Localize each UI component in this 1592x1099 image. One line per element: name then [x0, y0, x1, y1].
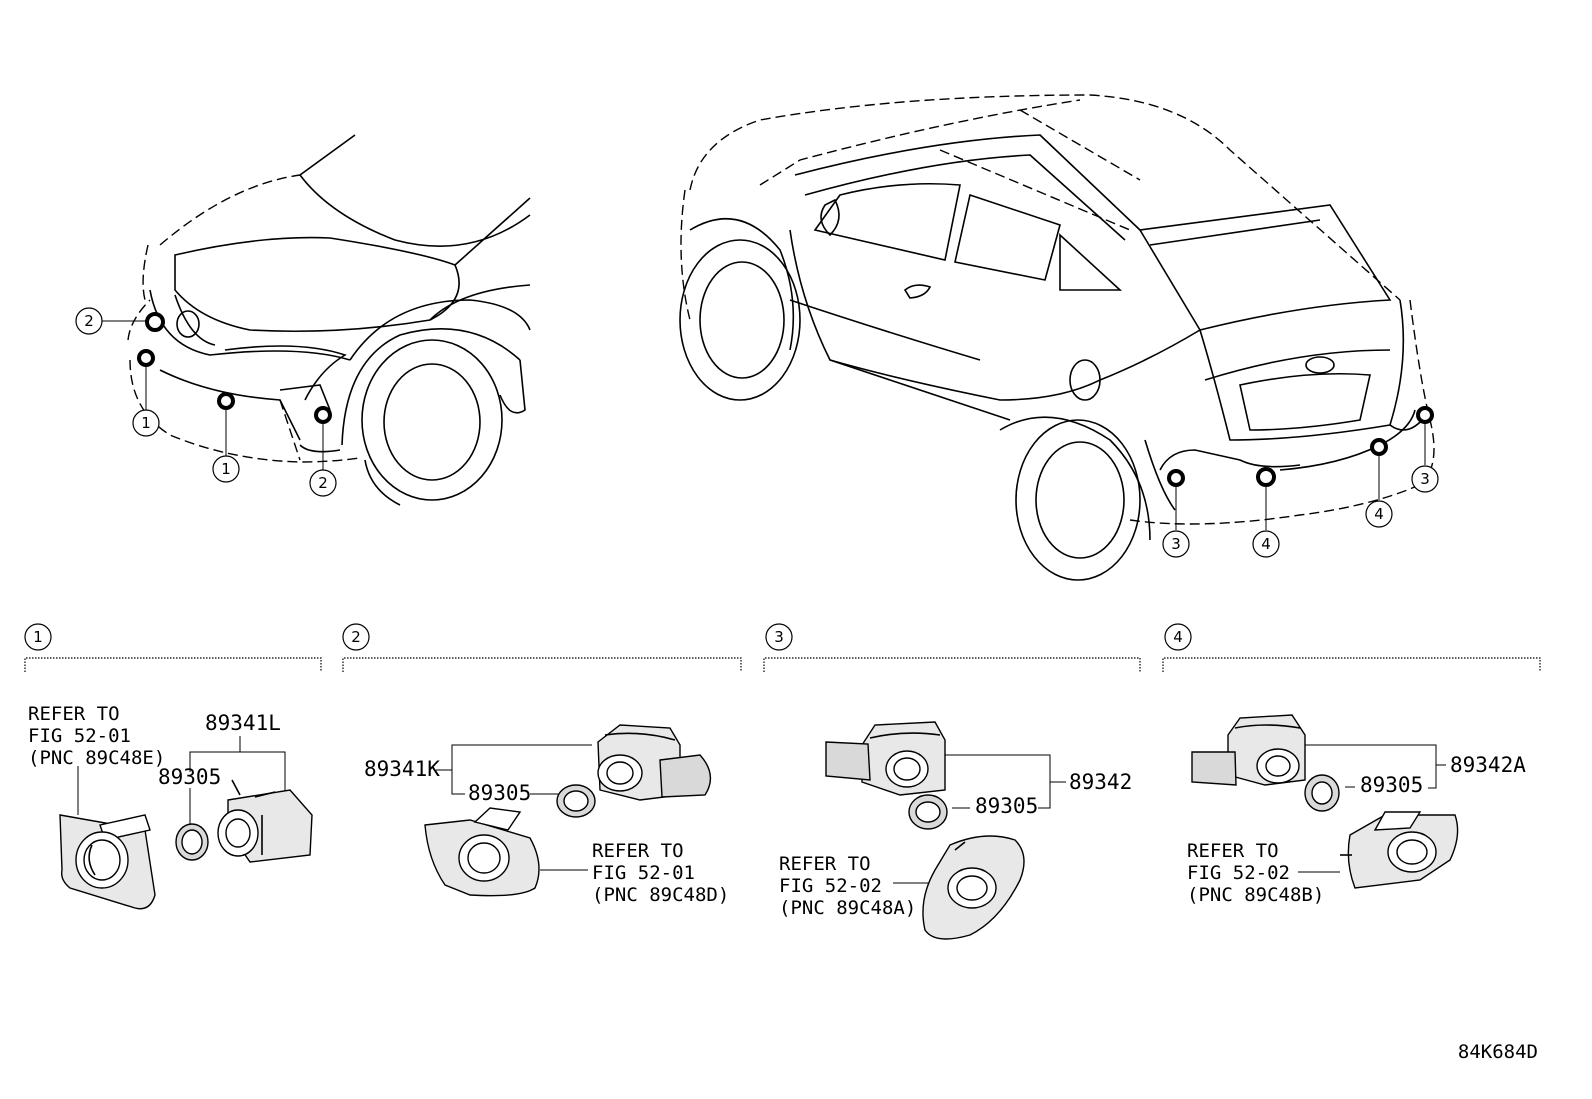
section-3-refer-line-3: (PNC 89C48A): [779, 897, 916, 919]
section-2-sensor-part-number: 89341K: [364, 757, 440, 781]
section-2-number: 2: [342, 623, 370, 651]
svg-text:4: 4: [1261, 535, 1271, 553]
svg-text:1: 1: [221, 460, 231, 478]
front-corner-sensor: [137, 349, 155, 367]
section-1: 1 REFER TO FIG 52-01 (PNC 89C48E) 89341L…: [24, 623, 322, 910]
rear-left-corner-sensor: [1167, 469, 1185, 487]
section-2-retainer-part-number: 89305: [468, 781, 531, 805]
section-1-number: 1: [24, 623, 52, 651]
section-4-retainer-part-number: 89305: [1360, 773, 1423, 797]
rear-right-corner-sensor: [1416, 406, 1434, 424]
svg-text:3: 3: [774, 628, 784, 646]
section-2-sensor: [597, 724, 712, 801]
section-1-retainer-ring: [175, 823, 209, 861]
section-4-sensor: [1191, 714, 1306, 786]
callout-2-front-left: 2: [75, 307, 103, 335]
svg-text:2: 2: [318, 474, 328, 492]
section-2-refer-line-2: FIG 52-01: [592, 862, 695, 884]
front-sensor-locations: 2 1 1 2: [75, 307, 337, 497]
front-center-sensor: [217, 392, 235, 410]
svg-text:4: 4: [1374, 505, 1384, 523]
section-1-sensor-part-number: 89341L: [205, 711, 281, 735]
rear-center-right-sensor: [1370, 438, 1388, 456]
section-1-bumper-bracket: [59, 814, 156, 910]
section-1-sensor: [217, 779, 313, 863]
callout-3-rear-left: 3: [1162, 530, 1190, 558]
section-3-retainer-ring: [908, 794, 948, 830]
callout-2-front-right: 2: [309, 469, 337, 497]
callout-4-rear-right: 4: [1365, 500, 1393, 528]
callout-4-rear-left: 4: [1252, 530, 1280, 558]
section-3-sensor-part-number: 89342: [1069, 770, 1132, 794]
section-3: 3 89342 89305 REFER TO FIG 52-02 (PNC 89…: [763, 623, 1141, 940]
section-4-retainer-ring: [1304, 774, 1340, 812]
section-4-refer-line-3: (PNC 89C48B): [1187, 884, 1324, 906]
section-3-refer-line-2: FIG 52-02: [779, 875, 882, 897]
rear-sensor-locations: 3 4 4 3: [1162, 406, 1439, 558]
front-vehicle-view: [127, 134, 531, 506]
callout-1-front-center: 1: [212, 455, 240, 483]
section-4-refer-line-1: REFER TO: [1187, 840, 1279, 862]
section-1-refer-line-3: (PNC 89C48E): [28, 747, 165, 769]
section-3-bumper-bracket: [922, 835, 1025, 940]
section-2-refer-line-1: REFER TO: [592, 840, 684, 862]
section-4-sensor-part-number: 89342A: [1450, 753, 1526, 777]
section-4: 4 89342A 89305 REFER TO FIG 52-02 (PNC 8…: [1162, 623, 1541, 906]
svg-text:3: 3: [1171, 535, 1181, 553]
callout-1-front-left: 1: [132, 409, 160, 437]
front-outer-sensor: [145, 312, 165, 332]
section-2-retainer-ring: [556, 784, 596, 818]
svg-text:3: 3: [1420, 470, 1430, 488]
section-4-refer-line-2: FIG 52-02: [1187, 862, 1290, 884]
section-4-bumper-bracket: [1340, 811, 1459, 889]
rear-vehicle-view: [679, 94, 1435, 581]
rear-center-left-sensor: [1256, 467, 1276, 487]
section-2: 2 89341K 89305 REFER TO FIG 52-01 (PNC 8…: [342, 623, 742, 906]
section-3-sensor: [825, 721, 946, 796]
section-2-refer-line-3: (PNC 89C48D): [592, 884, 729, 906]
front-side-sensor: [314, 406, 332, 424]
section-3-refer-line-1: REFER TO: [779, 853, 871, 875]
section-1-refer-line-1: REFER TO: [28, 703, 120, 725]
diagram-code: 84K684D: [1458, 1041, 1538, 1063]
section-2-bumper-bracket: [424, 807, 540, 897]
section-3-retainer-part-number: 89305: [975, 794, 1038, 818]
svg-text:2: 2: [351, 628, 361, 646]
svg-text:2: 2: [84, 312, 94, 330]
svg-text:1: 1: [141, 414, 151, 432]
section-1-refer-line-2: FIG 52-01: [28, 725, 131, 747]
section-4-number: 4: [1164, 623, 1192, 651]
svg-text:4: 4: [1173, 628, 1183, 646]
section-3-number: 3: [765, 623, 793, 651]
callout-3-rear-right: 3: [1411, 465, 1439, 493]
svg-text:1: 1: [33, 628, 43, 646]
